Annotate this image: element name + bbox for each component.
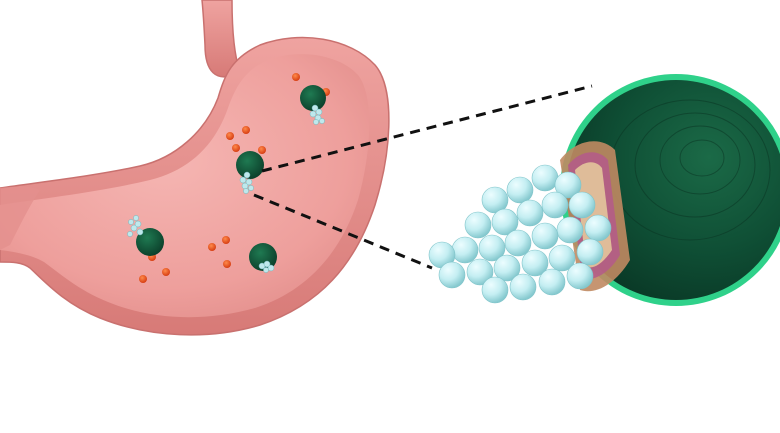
bubble (493, 254, 521, 282)
duodenum (0, 186, 40, 250)
bubble (451, 236, 479, 264)
bubble-cluster (428, 164, 612, 304)
stomach (0, 0, 390, 336)
zoom-line-top (261, 84, 593, 173)
bubble (531, 222, 559, 250)
bubble (509, 273, 537, 301)
bubble (568, 191, 596, 219)
orange-particle (222, 236, 230, 244)
bubble (481, 276, 509, 304)
micromotor (127, 215, 164, 256)
esophagus (201, 0, 241, 78)
orange-particle (258, 146, 266, 154)
bubble (566, 262, 594, 290)
micromotor (236, 151, 264, 194)
micromotors (127, 85, 326, 273)
bubble (506, 176, 534, 204)
bubble (464, 211, 492, 239)
stomach-cavity (0, 54, 370, 318)
zoom-line-bottom (253, 193, 433, 270)
bubble (531, 164, 559, 192)
micromotor (249, 243, 277, 273)
bubble (554, 171, 582, 199)
bubble (576, 238, 604, 266)
orange-particle (208, 243, 216, 251)
orange-particle (223, 260, 231, 268)
bubble (466, 258, 494, 286)
bubble (481, 186, 509, 214)
bubble (541, 191, 569, 219)
orange-particle (162, 268, 170, 276)
bubble (438, 261, 466, 289)
orange-particle (242, 126, 250, 134)
orange-particles (139, 73, 330, 283)
orange-particle (232, 144, 240, 152)
bubble (548, 244, 576, 272)
orange-particle (226, 132, 234, 140)
zoom-lines (253, 84, 593, 270)
orange-particle (139, 275, 147, 283)
orange-particle (292, 73, 300, 81)
bubble (521, 249, 549, 277)
magnified-micromotor (560, 74, 780, 306)
bubble (516, 199, 544, 227)
micromotor (300, 85, 326, 125)
bubble (504, 229, 532, 257)
bubble (538, 268, 566, 296)
bubble (491, 208, 519, 236)
bubble (478, 234, 506, 262)
bubble (556, 216, 584, 244)
bubble (584, 214, 612, 242)
